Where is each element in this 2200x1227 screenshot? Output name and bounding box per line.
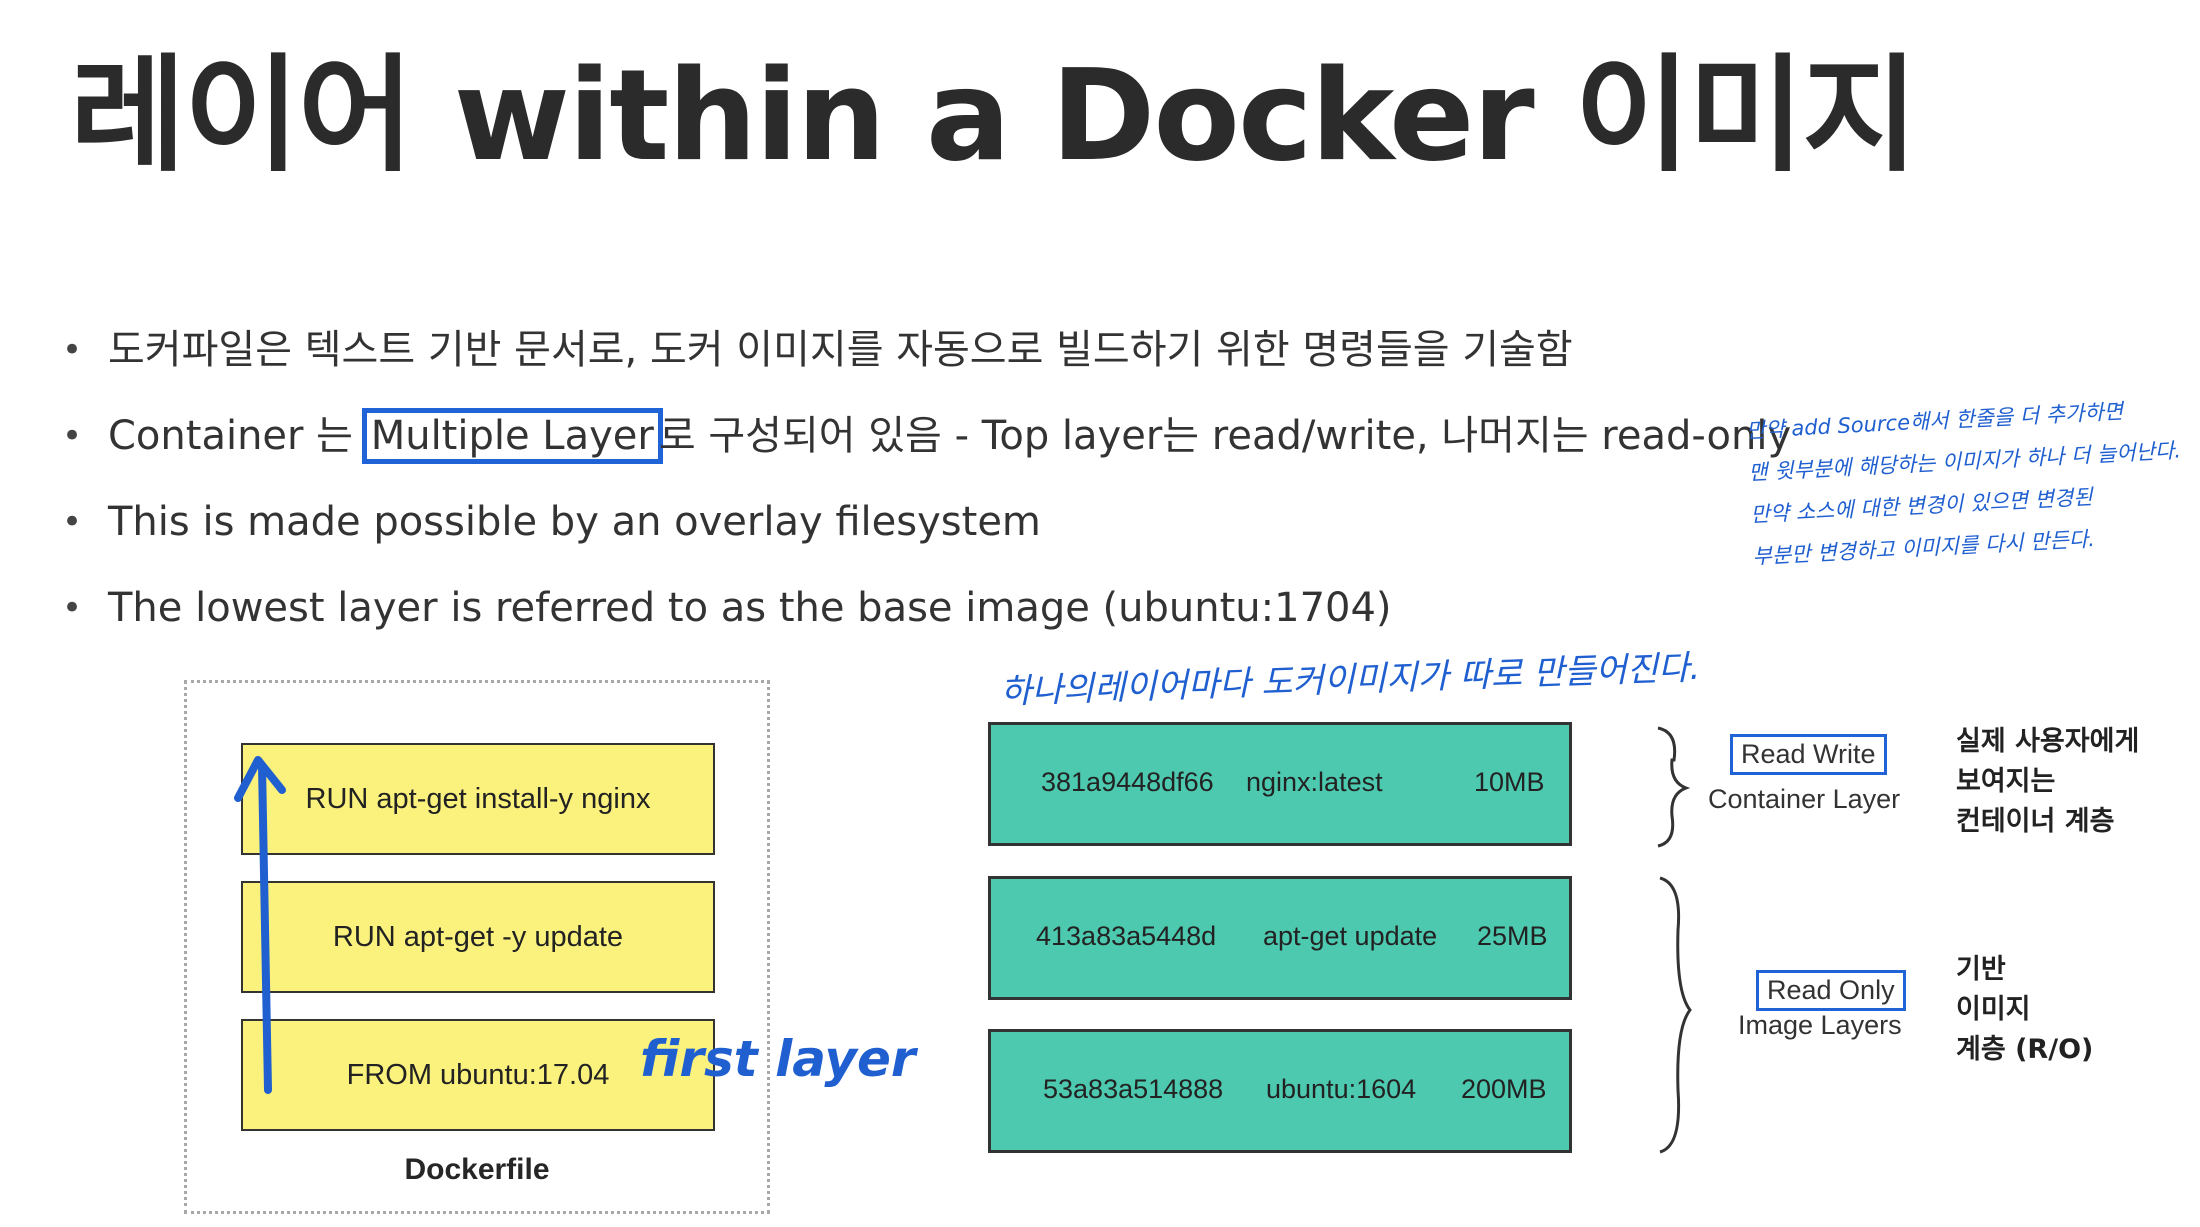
- bullet-text: This is made possible by an overlay file…: [108, 499, 1041, 545]
- image-layer: 381a9448df66 nginx:latest 10MB: [988, 722, 1572, 846]
- bullet-item: • This is made possible by an overlay fi…: [62, 492, 1742, 578]
- bullet-text: 도커파일은 텍스트 기반 문서로, 도커 이미지를 자동으로 빌드하기 위한 명…: [108, 327, 1573, 373]
- highlighted-term: Multiple Layer: [361, 408, 663, 464]
- image-layer: 53a83a514888 ubuntu:1604 200MB: [988, 1029, 1572, 1153]
- dockerfile-layer: RUN apt-get install-y nginx: [241, 743, 715, 855]
- bullet-text: The lowest layer is referred to as the b…: [108, 585, 1392, 631]
- container-layer-description: 실제 사용자에게 보여지는 컨테이너 계층: [1956, 722, 2139, 842]
- layer-id: 381a9448df66: [1041, 767, 1214, 797]
- bullet-dot-icon: •: [62, 588, 83, 628]
- bullet-dot-icon: •: [62, 502, 83, 542]
- slide-title: 레이어 within a Docker 이미지: [70, 42, 1918, 189]
- image-layer-description: 기반 이미지 계층 (R/O): [1956, 950, 2093, 1070]
- layer-name: ubuntu:1604: [1266, 1074, 1417, 1104]
- image-layer: 413a83a5448d apt-get update 25MB: [988, 876, 1572, 1000]
- read-only-label: Read Only: [1756, 970, 1906, 1011]
- bullet-item: • 도커파일은 텍스트 기반 문서로, 도커 이미지를 자동으로 빌드하기 위한…: [62, 320, 1742, 406]
- description-line: 계층 (R/O): [1956, 1034, 2094, 1065]
- layer-id: 53a83a514888: [1043, 1074, 1224, 1104]
- read-write-label: Read Write: [1730, 734, 1887, 775]
- description-line: 실제 사용자에게: [1956, 726, 2140, 757]
- image-layers-label: Image Layers: [1738, 1010, 1902, 1040]
- layer-name: apt-get update: [1263, 921, 1438, 951]
- description-line: 이미지: [1956, 994, 2031, 1025]
- layer-id: 413a83a5448d: [1036, 921, 1217, 951]
- dockerfile-label: Dockerfile: [404, 1153, 550, 1186]
- bullet-text: 로 구성되어 있음 - Top layer는 read/write, 나머지는 …: [658, 413, 1792, 459]
- dockerfile-layer: FROM ubuntu:17.04: [241, 1019, 715, 1131]
- description-line: 보여지는: [1956, 766, 2056, 797]
- dockerfile-diagram: RUN apt-get install-y nginx RUN apt-get …: [184, 680, 770, 1214]
- layer-size: 25MB: [1477, 921, 1548, 951]
- bullet-item: • The lowest layer is referred to as the…: [62, 578, 1742, 664]
- first-layer-annotation: first layer: [640, 1030, 916, 1088]
- bullet-list: • 도커파일은 텍스트 기반 문서로, 도커 이미지를 자동으로 빌드하기 위한…: [62, 320, 1791, 664]
- layer-name: nginx:latest: [1246, 767, 1383, 797]
- bullet-text: Container 는: [108, 413, 366, 459]
- layer-size: 200MB: [1461, 1074, 1547, 1104]
- container-layer-label: Container Layer: [1708, 784, 1901, 814]
- layer-size: 10MB: [1474, 767, 1545, 797]
- bullet-dot-icon: •: [62, 330, 83, 370]
- bullet-dot-icon: •: [62, 416, 83, 456]
- description-line: 컨테이너 계층: [1956, 806, 2115, 837]
- dockerfile-layer: RUN apt-get -y update: [241, 881, 715, 993]
- description-line: 기반: [1956, 954, 2006, 985]
